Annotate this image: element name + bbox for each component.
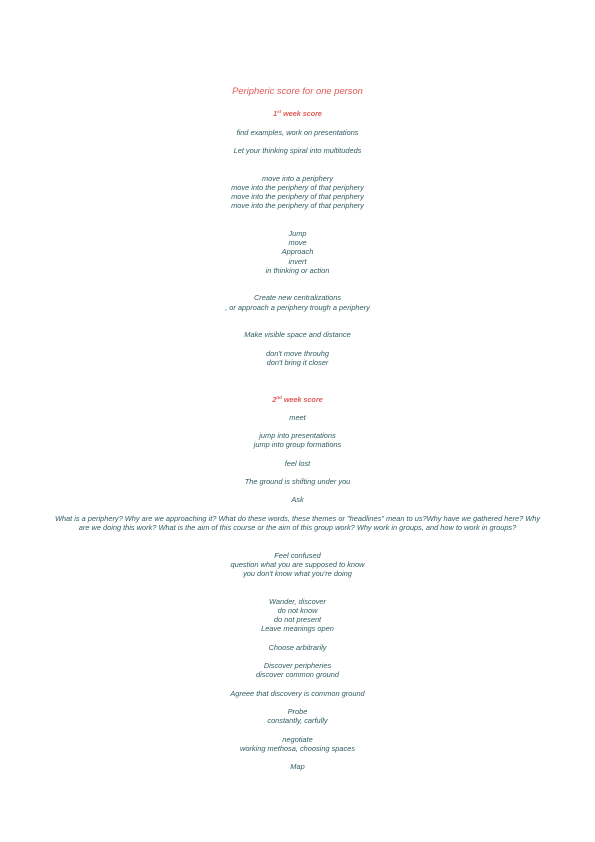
score-line: Let your thinking spiral into multituded… — [233, 146, 362, 155]
score-line: feel lost — [284, 459, 311, 468]
score-line: Ask — [291, 495, 304, 504]
score-line: Probe — [287, 707, 308, 716]
score-line: Approach — [281, 247, 314, 256]
score-line: question what you are supposed to know — [230, 560, 365, 569]
score-line: negotiate — [282, 735, 313, 744]
score-line: do not present — [273, 615, 322, 624]
week2-heading-text: week score — [281, 395, 323, 404]
score-line: do not know — [277, 606, 318, 615]
score-line: move into the periphery of that peripher… — [231, 192, 364, 201]
score-line: jump into group formations — [253, 440, 342, 449]
questions-paragraph: What is a periphery? Why are we approach… — [54, 514, 541, 533]
score-line: discover common ground — [256, 670, 339, 679]
score-line: meet — [289, 413, 306, 422]
week1-heading-number: 1 — [273, 109, 278, 118]
score-line: working methosa, choosing spaces — [239, 744, 356, 753]
score-line: don't move throuhg — [265, 349, 330, 358]
score-line: find examples, work on presentations — [236, 128, 359, 137]
score-line: in thinking or action — [265, 266, 330, 275]
score-line: move into the periphery of that peripher… — [231, 183, 364, 192]
score-line: invert — [288, 257, 307, 266]
score-line: Jump — [288, 229, 307, 238]
score-line: The ground is shifting under you — [244, 477, 351, 486]
score-line: move — [288, 238, 307, 247]
score-line: constantly, carfully — [267, 716, 328, 725]
score-line: , or approach a periphery trough a perip… — [225, 303, 370, 312]
score-line: Choose arbitrarily — [268, 643, 327, 652]
week1-heading-text: week score — [281, 109, 322, 118]
score-line: Map — [290, 762, 305, 771]
score-line: Agreee that discovery is common ground — [230, 689, 365, 698]
score-line: move into the periphery of that peripher… — [231, 201, 364, 210]
page-title: Peripheric score for one person — [232, 85, 363, 96]
week2-heading: 2nd week score — [0, 395, 595, 404]
score-line: Leave meanings open — [261, 624, 334, 633]
score-line: don't bring it closer — [266, 358, 329, 367]
week2-heading-number: 2 — [272, 395, 277, 404]
week2-heading-suffix: nd — [276, 395, 282, 400]
score-line: jump into presentations — [259, 431, 336, 440]
score-line: Make visible space and distance — [244, 330, 351, 339]
week1-heading-suffix: st — [277, 109, 282, 114]
score-line: move into a periphery — [261, 174, 334, 183]
score-line: Create new centralizations — [253, 293, 342, 302]
score-line: Wander, discover — [269, 597, 326, 606]
score-line: Discover peripheries — [263, 661, 332, 670]
score-line: you don't know what you're doing — [243, 569, 352, 578]
score-line: Feel confused — [274, 551, 321, 560]
week1-heading: 1st week score — [0, 109, 595, 118]
